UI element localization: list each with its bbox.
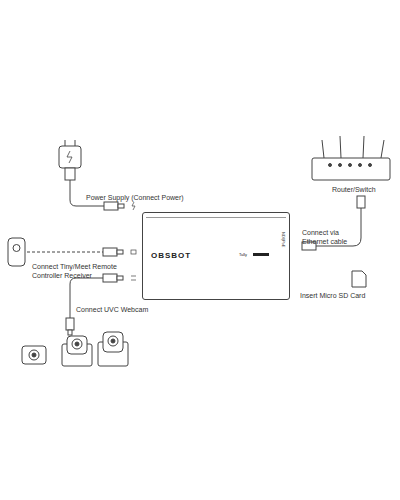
router: [312, 136, 390, 180]
brand-logo: OBSBOT: [151, 251, 191, 260]
callout-label: Connect UVC Webcam: [76, 305, 176, 314]
power-port-icon: [132, 202, 135, 210]
plug: [104, 202, 118, 210]
power-adapter: [59, 146, 81, 168]
device-top-edge: [146, 217, 286, 218]
sd-card: [352, 271, 366, 287]
tally-label: Tally: [239, 252, 247, 257]
tally-light: [253, 253, 269, 256]
plug: [103, 248, 117, 256]
plug: [103, 274, 117, 282]
callout-label: Router/Switch: [332, 185, 398, 194]
callout-label: Connect Tiny/Meet Remote Controller Rece…: [32, 262, 122, 280]
port-label: NDI|PoE: [279, 232, 288, 248]
callout-label: Power Supply (Connect Power): [86, 193, 206, 202]
dashed-link: [27, 252, 103, 253]
device-box: OBSBOT Tally: [142, 212, 290, 300]
ethernet-plug: [357, 196, 365, 208]
remote-receiver: [8, 238, 25, 266]
port-icon: [131, 250, 136, 254]
power-cable: [70, 180, 104, 206]
webcam-icons: [22, 332, 128, 366]
port-icon: [131, 276, 136, 280]
callout-label: Insert Micro SD Card: [300, 291, 396, 300]
callout-label: Connect via Ethernet cable: [302, 228, 362, 246]
